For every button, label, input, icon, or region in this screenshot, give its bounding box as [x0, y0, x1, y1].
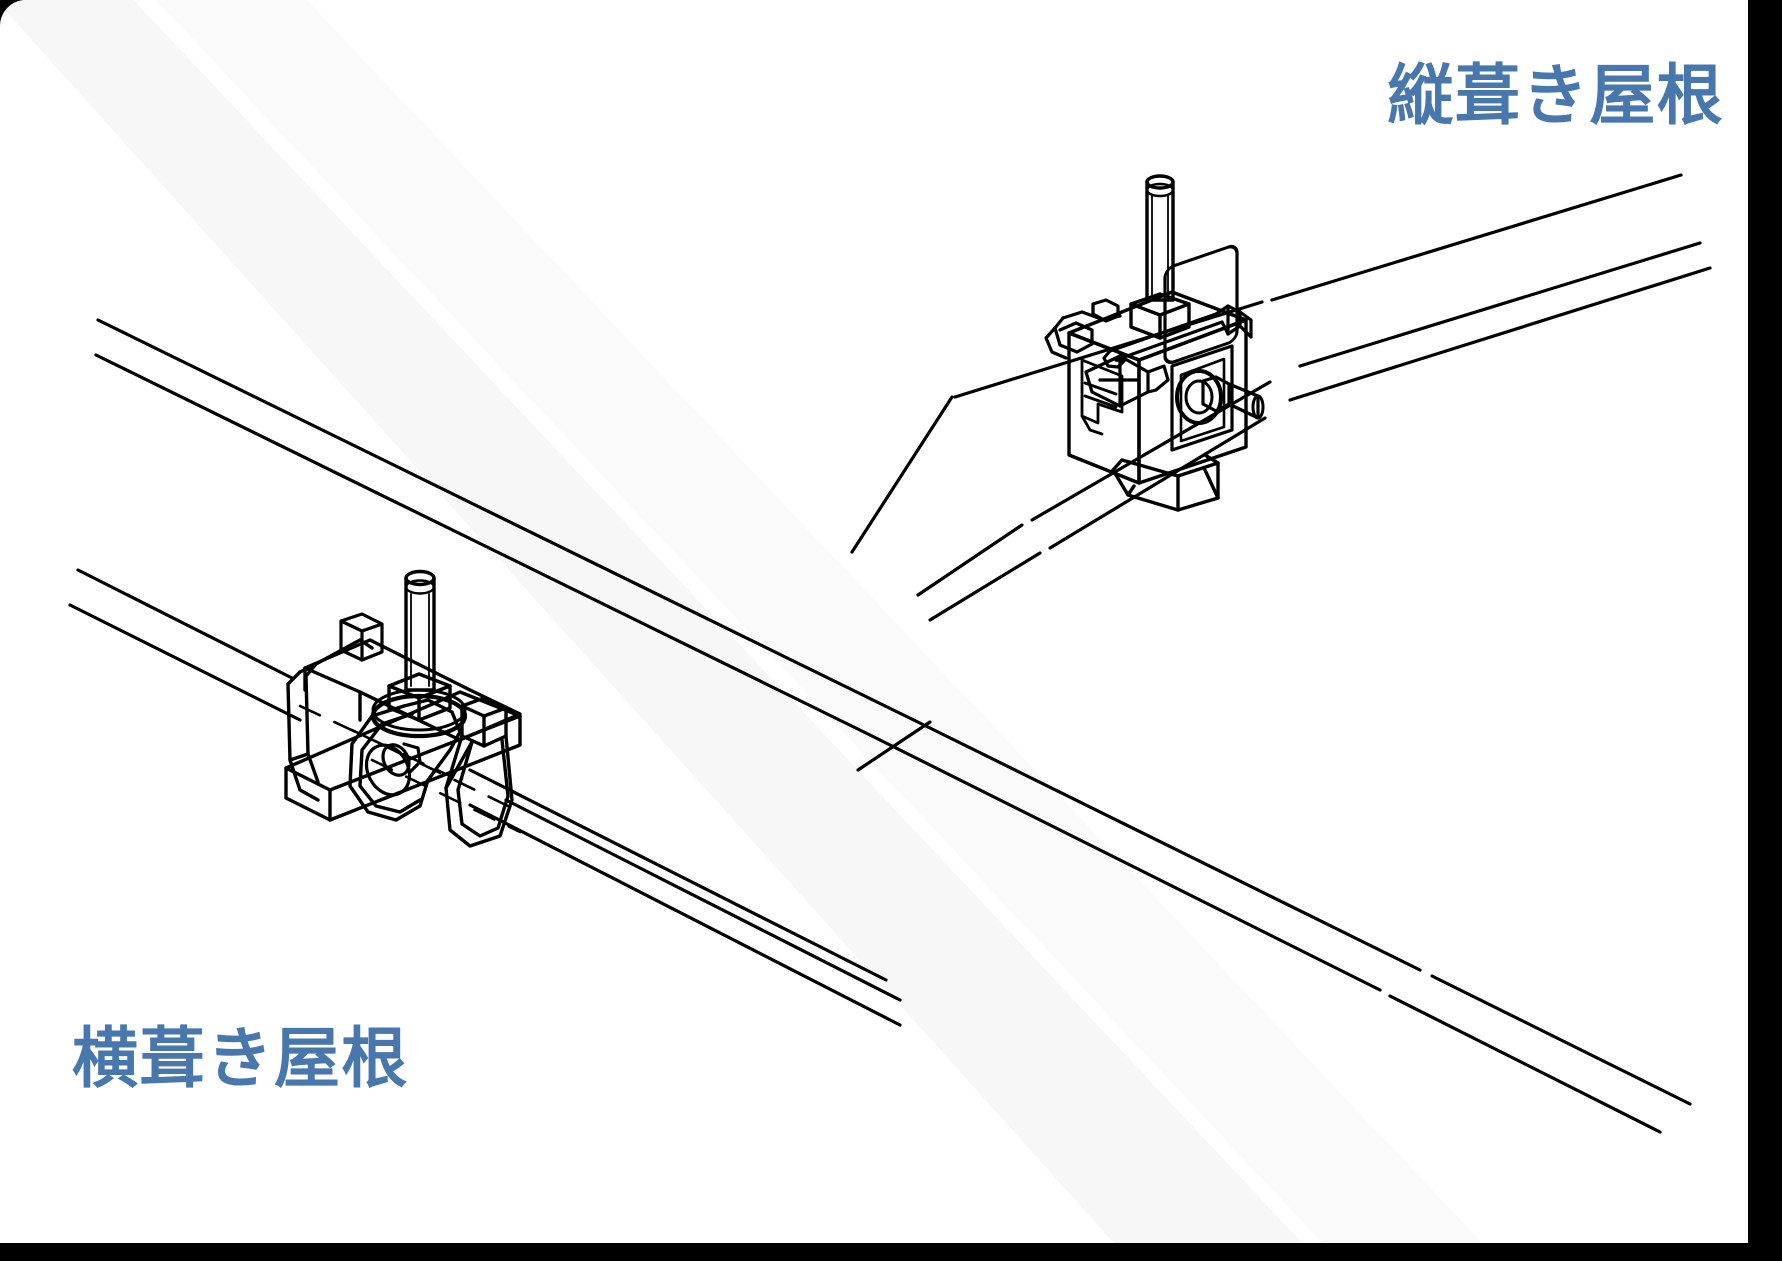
background-diagonal-band [0, 0, 1520, 1243]
horizontal-bracket-lug [339, 612, 384, 662]
illustration-canvas: 縦葺き屋根 横葺き屋根 [0, 0, 1748, 1243]
horizontal-roof-upper-seam [94, 318, 932, 737]
horizontal-roof-lower-seam [68, 568, 902, 1027]
vertical-seam-roof-assembly [850, 173, 1712, 622]
roof-clamp-illustration [0, 0, 1712, 1243]
label-horizontal-roof: 横葺き屋根 [72, 1021, 409, 1095]
vertical-stud-hex-nut [1129, 292, 1191, 340]
horizontal-roof-pan-lines [868, 726, 1692, 1134]
vertical-clamp-lower-jaw [1111, 453, 1220, 512]
vertical-clamp-mid-strap [1084, 354, 1170, 408]
vertical-clamp-upper-jaws [1044, 298, 1253, 369]
horizontal-stud-bolt [404, 569, 436, 692]
artboard: 縦葺き屋根 横葺き屋根 [0, 0, 1724, 1243]
horizontal-seam-roof-assembly [68, 318, 1692, 1134]
vertical-stud-bolt [1145, 174, 1175, 302]
horizontal-stud-hex-nut [387, 672, 452, 722]
vertical-roof-seam-lines [850, 173, 1712, 622]
vertical-clamp-side-bolt-panel [1163, 244, 1239, 452]
horizontal-bracket-body [303, 638, 522, 742]
label-vertical-roof: 縦葺き屋根 [1387, 58, 1724, 132]
vertical-clamp-side-hex-bolt [1175, 369, 1265, 425]
horizontal-retainer-clip [444, 696, 514, 848]
